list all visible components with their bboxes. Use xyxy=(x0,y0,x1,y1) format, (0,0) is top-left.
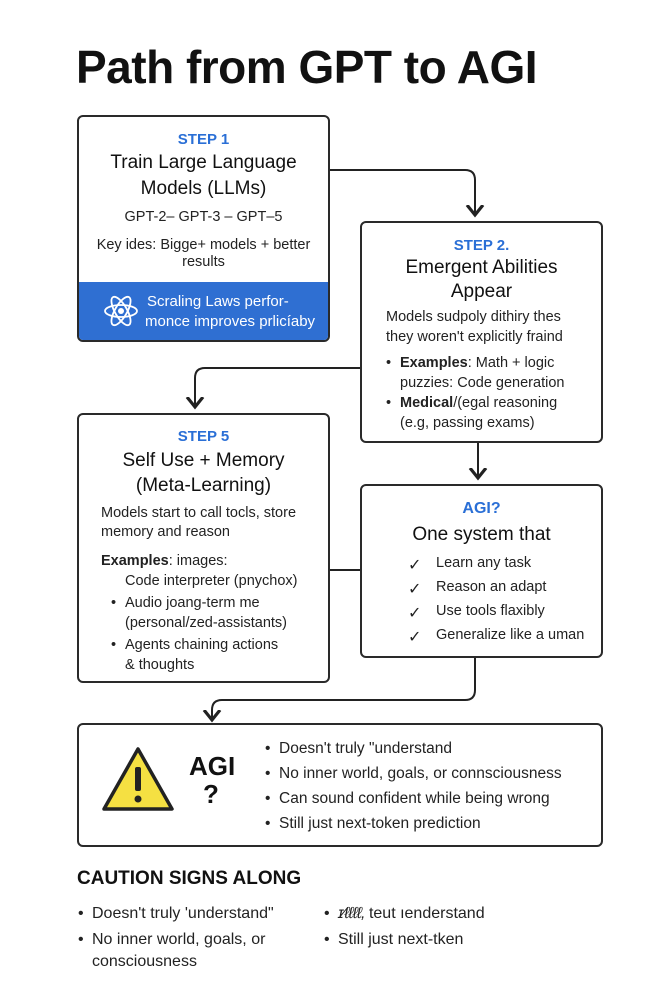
step1-heading-line2: Models (LLMs) xyxy=(140,178,267,199)
caution-item: Still just next-token prediction xyxy=(265,813,481,834)
step5-heading-line1: Self Use + Memory xyxy=(122,450,285,471)
step5-label: STEP 5 xyxy=(177,428,230,445)
step5-agents-line2: & thoughts xyxy=(125,657,195,673)
step2-examples-text: : Math + logic xyxy=(467,355,555,371)
caution-item: Doesn't truly "understand xyxy=(265,738,452,759)
step1-heading-line1: Train Large Language xyxy=(110,152,297,173)
step5-examples-text: : images: xyxy=(168,553,228,569)
footer-item: ɪ⁄ℓℓℓℓ, teut ıenderstand xyxy=(324,903,485,924)
step2-medical-label: Medical xyxy=(400,395,454,411)
arrow-agi-to-caution xyxy=(212,658,476,720)
step2-desc-line1: Models sudpoly dithiry thes xyxy=(386,309,561,325)
step2-bullet-examples: Examples: Math + logic xyxy=(386,353,555,374)
step1-label: STEP 1 xyxy=(177,131,230,148)
footer-item-line2: consciousness xyxy=(92,953,197,970)
step1-models: GPT-2– GPT-3 – GPT–5 xyxy=(124,209,283,225)
agi-check-item: ✓Reason an adapt xyxy=(408,579,547,598)
caution-box: AGI ? Doesn't truly "understand No inner… xyxy=(77,723,603,847)
caution-item: Can sound confident while being wrong xyxy=(265,788,550,809)
agi-label: AGI? xyxy=(462,500,501,517)
step2-desc-line2: they woren't explicitly fraind xyxy=(386,329,563,345)
caution-item: No inner world, goals, or connsciousness xyxy=(265,763,562,784)
step2-examples-line2: puzzies: Code generation xyxy=(400,375,565,391)
step1-banner-line2: monce improves prlicíaby xyxy=(145,313,316,330)
footer-scribble-text: teut ıenderstand xyxy=(368,905,485,922)
step5-examples-line2: Code interpreter (pnychox) xyxy=(125,573,298,589)
checkmark-icon: ✓ xyxy=(408,557,422,574)
checkmark-icon: ✓ xyxy=(408,629,422,646)
agi-heading: One system that xyxy=(412,524,551,545)
step1-key-line2: results xyxy=(182,254,225,270)
step2-medical-text: /(egal reasoning xyxy=(453,395,558,411)
step5-bullet-agents: Agents chaining actions xyxy=(111,635,278,656)
caution-title-mark: ? xyxy=(203,779,219,809)
footer-item: No inner world, goals, or xyxy=(78,929,265,950)
step2-bullet-medical: Medical/(egal reasoning xyxy=(386,393,558,414)
step2-box: STEP 2. Emergent Abilities Appear Models… xyxy=(360,221,603,443)
agi-check-item: ✓Use tools flaxibly xyxy=(408,603,545,622)
step2-label: STEP 2. xyxy=(453,237,510,254)
step5-examples: Examples: images: xyxy=(101,551,228,572)
page-title: Path from GPT to AGI xyxy=(76,41,538,93)
warning-triangle-icon xyxy=(102,747,174,811)
step1-box: STEP 1 Train Large Language Models (LLMs… xyxy=(77,115,330,342)
step2-heading-line1: Emergent Abilities xyxy=(405,257,558,278)
step1-scaling-banner: Scraling Laws perfor- monce improves prl… xyxy=(79,282,328,340)
agi-check-item: ✓Generalize like a uman xyxy=(408,627,585,646)
footer-item: Doesn't truly 'understand" xyxy=(78,903,274,924)
arrow-step1-to-step2 xyxy=(330,169,475,215)
atom-icon xyxy=(104,295,138,327)
footer-heading: CAUTION SIGNS ALONG xyxy=(77,868,302,889)
step2-heading-line2: Appear xyxy=(450,281,513,302)
step5-audio-line2: (personal/zed-assistants) xyxy=(125,615,287,631)
agi-check-item: ✓Learn any task xyxy=(408,555,532,574)
step5-examples-label: Examples xyxy=(101,553,169,569)
arrow-step2-to-step5 xyxy=(195,367,360,407)
caution-title: AGI xyxy=(189,751,236,781)
step1-key-line1: Key ides: Bigge+ models + better xyxy=(96,237,311,253)
step2-examples-label: Examples xyxy=(400,355,468,371)
step1-banner-line1: Scraling Laws perfor- xyxy=(147,293,289,310)
step5-desc-line1: Models start to call tocls, store xyxy=(101,505,297,521)
footer-scribble: ɪ⁄ℓℓℓℓ, xyxy=(338,905,365,922)
step5-heading-line2: (Meta-Learning) xyxy=(135,475,272,496)
step2-medical-line2: (e.g, passing exams) xyxy=(400,415,535,431)
step5-bullet-audio: Audio joang-term me xyxy=(111,593,260,614)
step5-box: STEP 5 Self Use + Memory (Meta-Learning)… xyxy=(77,413,330,683)
footer-item: Still just next-tken xyxy=(324,929,463,950)
agi-box: AGI? One system that ✓Learn any task ✓Re… xyxy=(360,484,603,658)
checkmark-icon: ✓ xyxy=(408,581,422,598)
step5-desc-line2: memory and reason xyxy=(101,524,230,540)
checkmark-icon: ✓ xyxy=(408,605,422,622)
